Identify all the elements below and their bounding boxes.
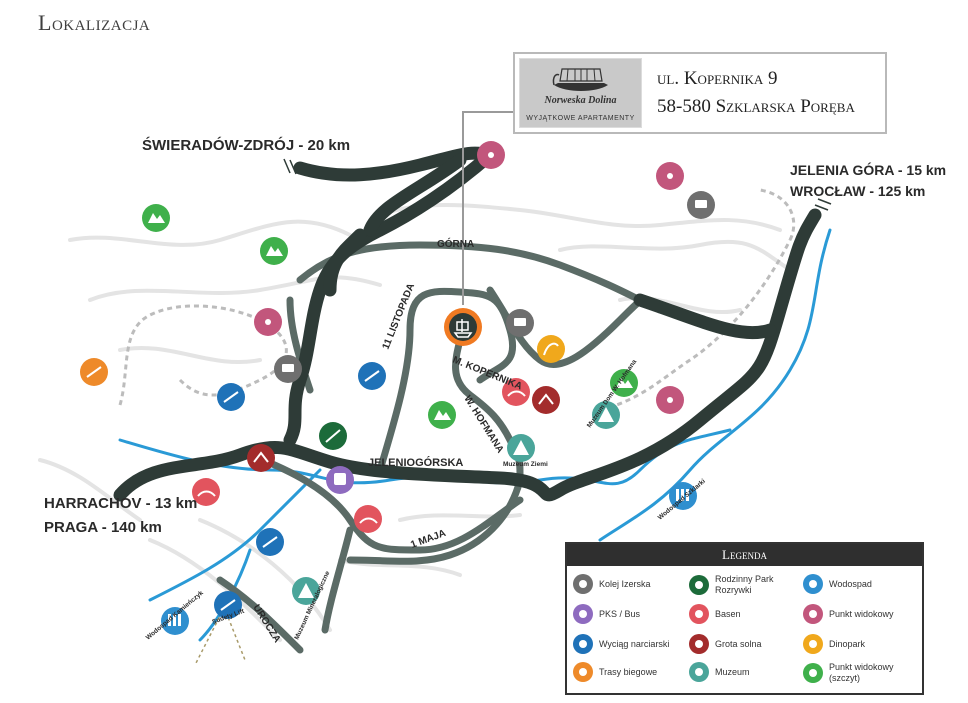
salt-cave-icon [689, 634, 709, 654]
direction-harrachov: HARRACHOV - 13 km [44, 495, 197, 512]
legend-item-label: PKS / Bus [599, 608, 641, 619]
legend-title: Legenda [567, 544, 922, 566]
mountain-icon [803, 663, 823, 683]
legend-item: Punkt widokowy (szczyt) [803, 662, 903, 684]
dinosaur-icon [537, 335, 565, 363]
legend-item: Muzeum [689, 662, 789, 682]
legend-item-label: Wodospad [829, 578, 872, 589]
address-line-2: 58-580 Szklarska Poręba [657, 96, 855, 117]
address-pointer [462, 111, 515, 305]
viewpoint-icon [803, 604, 823, 624]
address-line-1: ul. Kopernika 9 [657, 68, 778, 89]
page-title: Lokalizacja [38, 10, 151, 35]
street-jeleniogorska: JELENIOGÓRSKA [368, 456, 463, 469]
legend-item: Rodzinny Park Rozrywki [689, 574, 789, 596]
swimmer-icon [689, 604, 709, 624]
street-gorna: GÓRNA [437, 237, 474, 250]
direction-jelenia-gora: JELENIA GÓRA - 15 km [790, 161, 946, 178]
legend-item: Wyciąg narciarski [573, 634, 673, 654]
legend-item-label: Grota solna [715, 638, 762, 649]
legend-item-label: Wyciąg narciarski [599, 638, 670, 649]
salt-cave-icon [247, 444, 275, 472]
legend-item-label: Basen [715, 608, 741, 619]
legend-item-label: Punkt widokowy (szczyt) [829, 662, 894, 683]
legend-item-label: Trasy biegowe [599, 666, 658, 677]
legend-item: Punkt widokowy [803, 604, 903, 624]
skier-icon [573, 634, 593, 654]
legend-item-label: Rodzinny Park Rozrywki [715, 574, 774, 595]
logo-tagline: WYJĄTKOWE APARTAMENTY [526, 115, 635, 122]
cross-country-icon [573, 662, 593, 682]
legend-item: Kolej Izerska [573, 574, 673, 594]
dinosaur-icon [803, 634, 823, 654]
road-end-markers [283, 158, 832, 211]
legend-item-label: Punkt widokowy [829, 608, 894, 619]
legend-item: Dinopark [803, 634, 903, 654]
legend: Legenda Kolej Izerska Rodzinny Park Rozry… [565, 542, 924, 695]
slide-icon [689, 575, 709, 595]
direction-praga: PRAGA - 140 km [44, 519, 162, 536]
waterfall-icon [803, 574, 823, 594]
legend-item-label: Kolej Izerska [599, 578, 651, 589]
label-muzeum-ziemi: Muzeum Ziemi [503, 461, 548, 468]
legend-item: PKS / Bus [573, 604, 673, 624]
viking-ship-icon [552, 68, 608, 91]
direction-wroclaw: WROCŁAW - 125 km [790, 183, 925, 199]
legend-item-label: Dinopark [829, 638, 866, 649]
direction-swieradow: ŚWIERADÓW-ZDRÓJ - 20 km [142, 136, 350, 154]
logo-brand-name: Norweska Dolina [544, 95, 617, 106]
bus-icon [573, 604, 593, 624]
norweska-dolina-logo: Norweska Dolina WYJĄTKOWE APARTAMENTY [519, 58, 642, 128]
train-icon [573, 574, 593, 594]
salt-cave-icon [532, 386, 560, 414]
sudety-lift-line [194, 611, 246, 666]
hotel-marker [444, 308, 482, 346]
legend-item: Basen [689, 604, 789, 624]
address-box: Norweska Dolina WYJĄTKOWE APARTAMENTY ul… [513, 52, 887, 134]
museum-icon [689, 662, 709, 682]
legend-item: Grota solna [689, 634, 789, 654]
legend-item-label: Muzeum [715, 666, 750, 677]
legend-item: Wodospad [803, 574, 903, 594]
icon-glyphs [86, 152, 707, 626]
legend-item: Trasy biegowe [573, 662, 673, 682]
